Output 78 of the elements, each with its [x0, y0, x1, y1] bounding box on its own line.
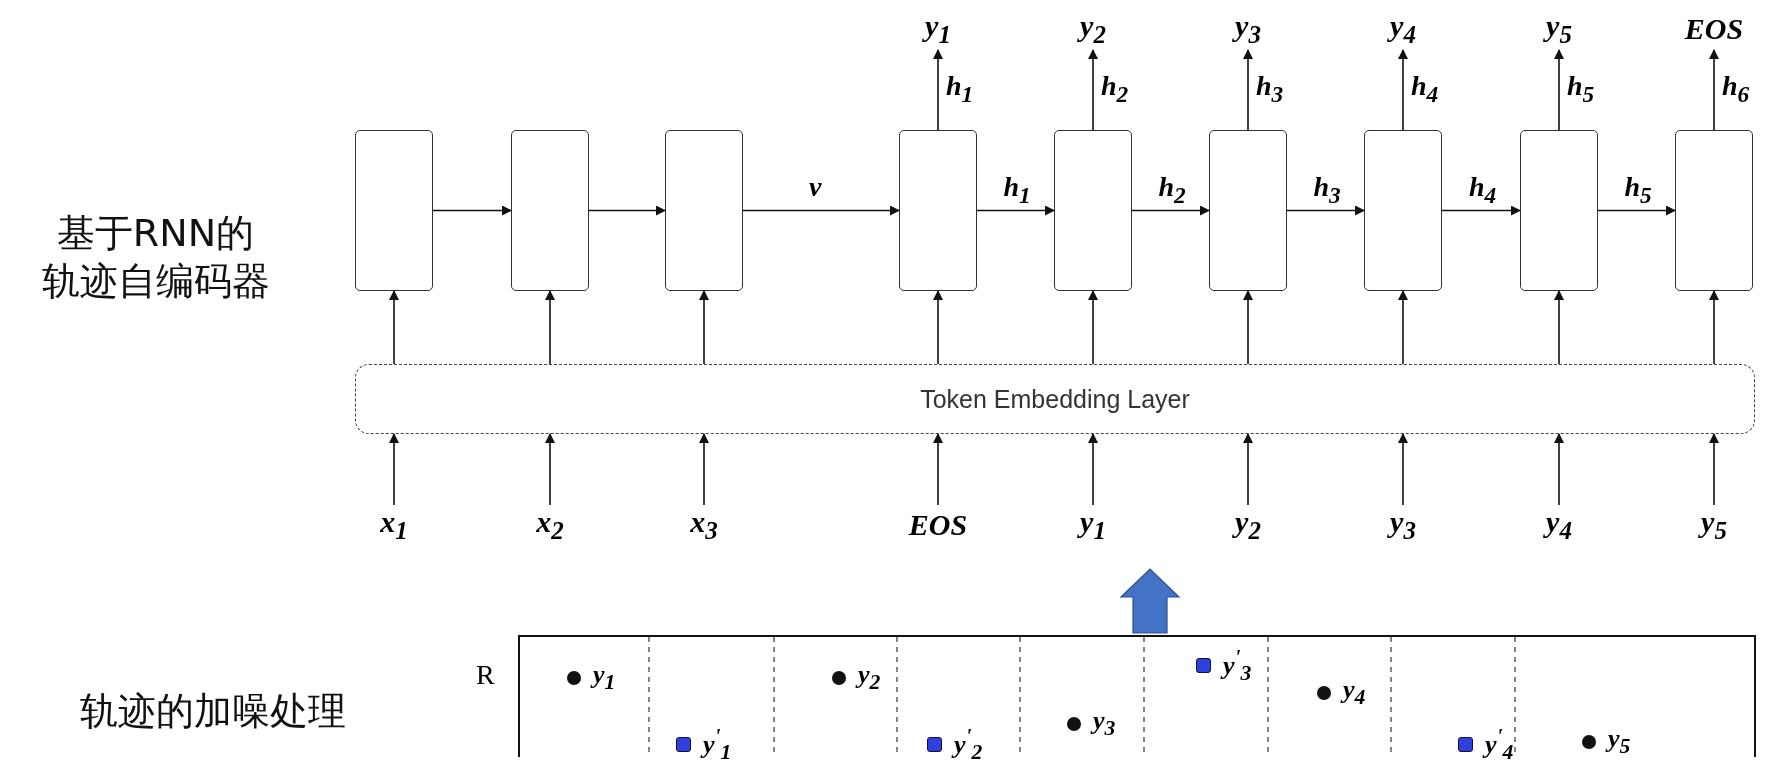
arrow: [1709, 49, 1719, 131]
rnn-cell-box: [1520, 130, 1598, 291]
arrow: [389, 290, 399, 365]
input-token: y$_{5}$: [1674, 505, 1754, 545]
arrow: [1441, 205, 1521, 216]
edge-label: h$_{3}$: [1313, 172, 1341, 207]
arrow: [1554, 49, 1564, 131]
edge-label: h$_{6}$: [1722, 72, 1750, 106]
arrow: [699, 433, 709, 506]
arrow: [1131, 205, 1210, 216]
arrow: [1554, 433, 1564, 506]
axis-label: R: [476, 659, 495, 691]
edge-label: h$_{4}$: [1469, 172, 1497, 207]
edge-label: h$_{5}$: [1624, 172, 1652, 207]
arrow: [933, 290, 943, 365]
edge-label: h$_{2}$: [1101, 72, 1129, 106]
arrow: [976, 205, 1055, 216]
rnn-cell-box: [665, 130, 743, 291]
input-token: EOS: [898, 505, 978, 545]
arrow: [933, 433, 943, 506]
rnn-cell-box: [1675, 130, 1753, 291]
edge-label: h$_{4}$: [1411, 72, 1439, 106]
data-point: y$_{4}$: [1317, 677, 1366, 709]
input-token: x$_{1}$: [354, 505, 434, 545]
output-token: y$_{1}$: [898, 8, 978, 50]
arrow: [1243, 49, 1253, 131]
arrow: [1398, 49, 1408, 131]
edge-label: h$_{1}$: [1003, 172, 1031, 207]
rnn-cell-box: [355, 130, 433, 291]
arrow: [588, 205, 666, 216]
arrow: [1088, 290, 1098, 365]
arrow: [545, 433, 555, 506]
input-token: y$_{3}$: [1363, 505, 1443, 545]
input-token: x$_{3}$: [664, 505, 744, 545]
arrow: [1709, 290, 1719, 365]
arrow: [1243, 290, 1253, 365]
arrow: [933, 49, 943, 131]
data-point: y$_{2}$: [832, 662, 881, 694]
rnn-cell-box: [1364, 130, 1442, 291]
arrow: [1554, 290, 1564, 365]
rnn-cell-box: [511, 130, 589, 291]
arrow: [1709, 433, 1719, 506]
output-token: y$_{3}$: [1208, 8, 1288, 50]
arrow: [699, 290, 709, 365]
input-token: y$_{1}$: [1053, 505, 1133, 545]
arrow: [1088, 433, 1098, 506]
input-token: y$_{2}$: [1208, 505, 1288, 545]
rnn-cell-box: [899, 130, 977, 291]
rnn-cell-box: [1054, 130, 1132, 291]
data-point: y$_{1}$: [567, 662, 616, 694]
arrow: [1088, 49, 1098, 131]
arrow: [1398, 290, 1408, 365]
data-point: y$_{5}$: [1582, 726, 1631, 758]
input-token: x$_{2}$: [510, 505, 590, 545]
rnn-cell-box: [1209, 130, 1287, 291]
side-caption: 轨迹的加噪处理: [80, 688, 346, 735]
arrow: [1398, 433, 1408, 506]
arrow: [389, 433, 399, 506]
edge-label: h$_{1}$: [946, 72, 974, 106]
edge-label: v: [809, 172, 822, 201]
arrow: [1286, 205, 1365, 216]
side-caption: 基于RNN的轨迹自编码器: [40, 210, 271, 305]
arrow: [432, 205, 512, 216]
embedding-layer-box: Token Embedding Layer: [355, 364, 1755, 434]
edge-label: h$_{3}$: [1256, 72, 1284, 106]
block-arrow: [1119, 568, 1181, 634]
data-point: y$_{3}$: [1067, 708, 1116, 740]
edge-label: h$_{5}$: [1567, 72, 1595, 106]
arrow: [1597, 205, 1676, 216]
output-token: y$_{4}$: [1363, 8, 1443, 50]
arrow: [545, 290, 555, 365]
arrow: [742, 205, 900, 216]
edge-label: h$_{2}$: [1158, 172, 1186, 207]
input-token: y$_{4}$: [1519, 505, 1599, 545]
arrow: [1243, 433, 1253, 506]
output-token: EOS: [1674, 8, 1754, 50]
output-token: y$_{5}$: [1519, 8, 1599, 50]
output-token: y$_{2}$: [1053, 8, 1133, 50]
